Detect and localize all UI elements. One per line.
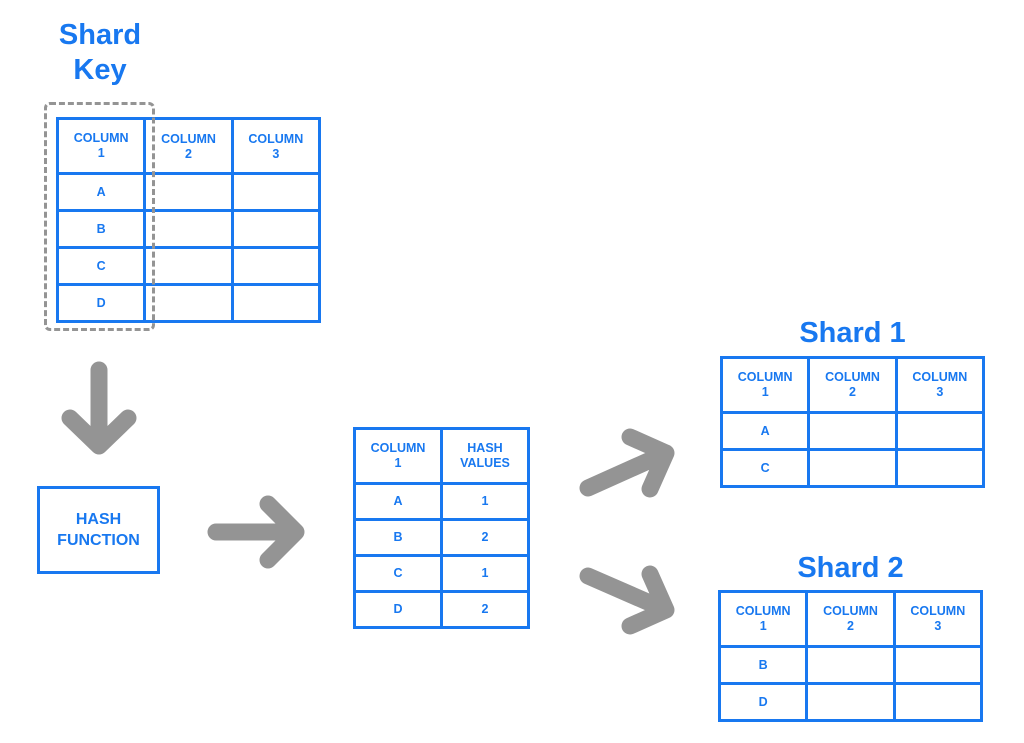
shard1-title: Shard 1 — [799, 317, 906, 349]
title-line: Key — [73, 54, 127, 86]
cell: 1 — [440, 482, 530, 521]
cell: A — [55, 172, 147, 212]
cell — [230, 209, 322, 249]
cell — [230, 283, 322, 323]
cell — [892, 682, 984, 722]
cell — [143, 283, 234, 323]
cell — [807, 411, 898, 451]
cell: B — [353, 518, 443, 557]
cell — [143, 209, 234, 249]
cell: D — [55, 283, 147, 323]
table-row: B — [717, 645, 984, 685]
table-row: C — [719, 448, 986, 488]
cell — [894, 411, 986, 451]
table-row: C — [55, 246, 322, 286]
cell — [805, 645, 896, 685]
shard-key-title: Shard Key — [40, 18, 160, 88]
cell: D — [353, 590, 443, 629]
cell — [805, 682, 896, 722]
hash-function-label: HASH — [75, 511, 122, 528]
up-right-arrow-icon — [579, 428, 675, 498]
cell — [894, 448, 986, 488]
table-row: B — [55, 209, 322, 249]
cell: 2 — [440, 518, 530, 557]
cell: 2 — [440, 590, 530, 629]
cell — [143, 246, 234, 286]
cell — [807, 448, 898, 488]
cell: B — [717, 645, 809, 685]
cell: C — [719, 448, 811, 488]
table-row: D — [717, 682, 984, 722]
cell — [892, 645, 984, 685]
cell — [143, 172, 234, 212]
hash-function-box: HASH FUNCTION — [37, 486, 160, 574]
table-row: A — [55, 172, 322, 212]
down-right-arrow-icon — [579, 565, 675, 635]
title-line: Shard — [58, 19, 142, 51]
cell: C — [353, 554, 443, 593]
cell: A — [719, 411, 811, 451]
cell: A — [353, 482, 443, 521]
cell — [230, 172, 322, 212]
down-arrow-icon — [61, 361, 137, 455]
table-row: A — [719, 411, 986, 451]
shard-key-highlight — [44, 102, 155, 331]
cell: B — [55, 209, 147, 249]
shard2-title: Shard 2 — [797, 552, 904, 584]
cell: D — [717, 682, 809, 722]
table-row: D — [55, 283, 322, 323]
cell — [230, 246, 322, 286]
cell: C — [55, 246, 147, 286]
hash-function-label: FUNCTION — [57, 532, 140, 549]
right-arrow-icon — [207, 495, 305, 569]
cell: 1 — [440, 554, 530, 593]
